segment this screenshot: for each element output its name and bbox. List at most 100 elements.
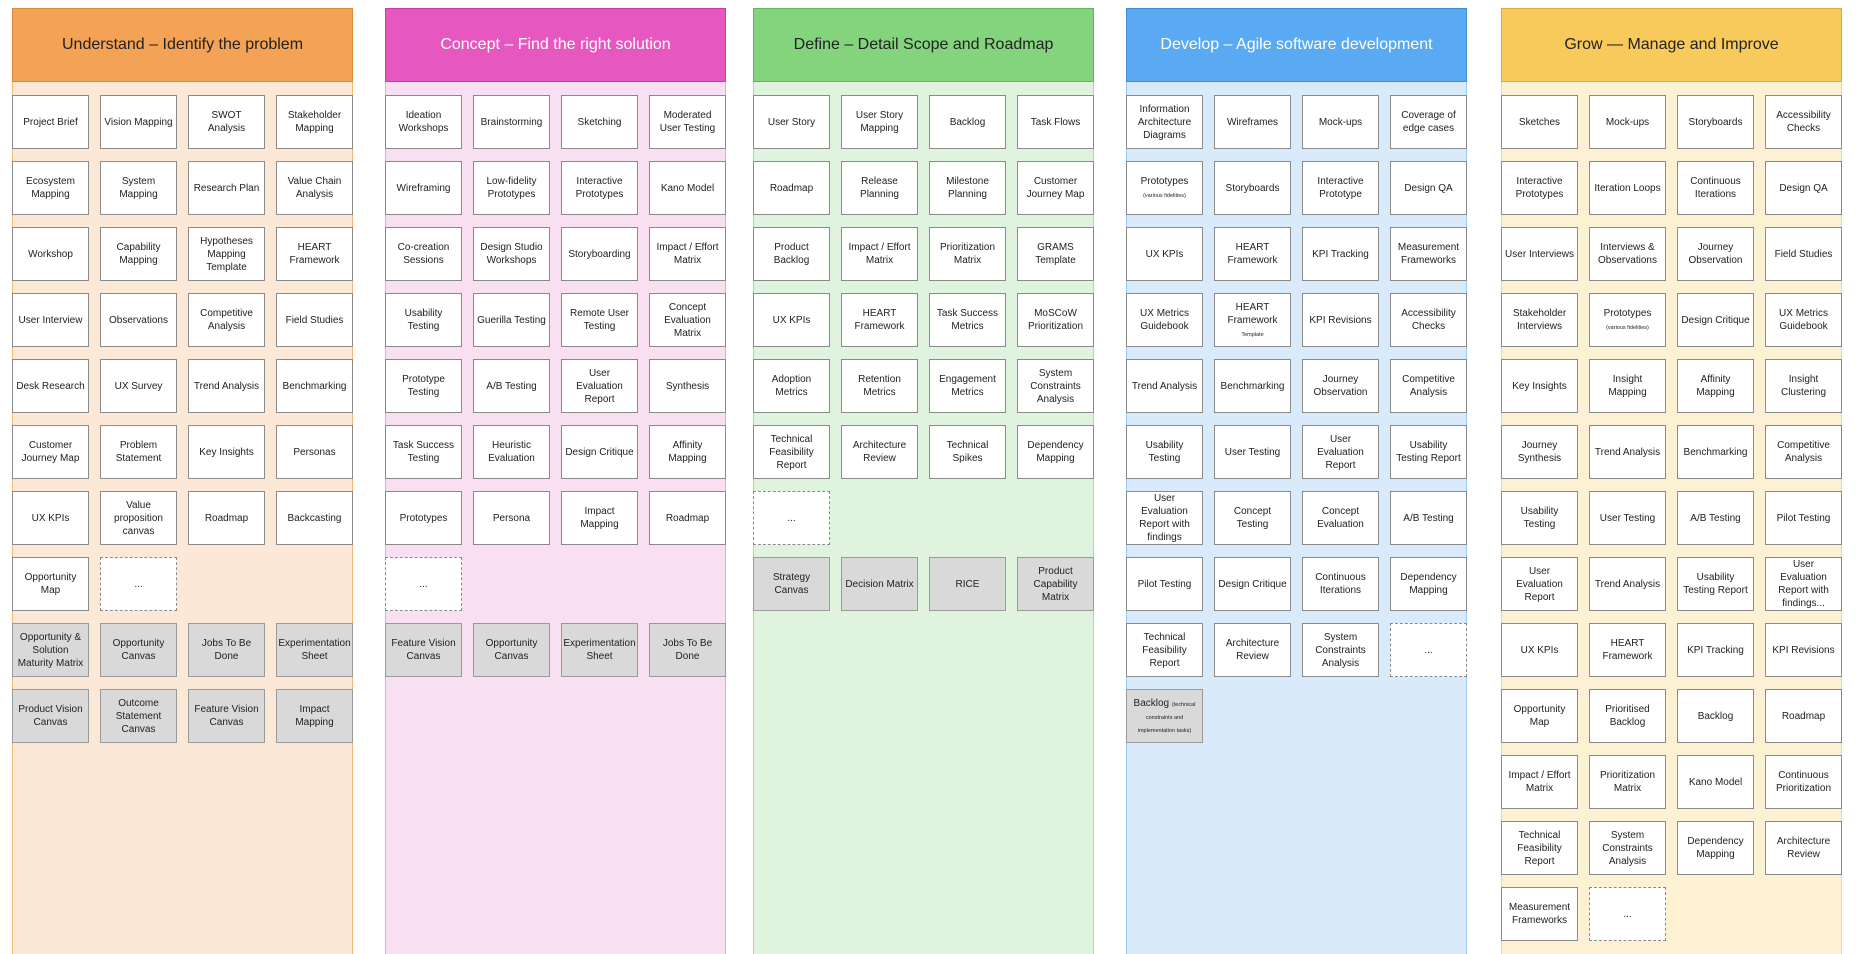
method-card-ecosystem-mapping[interactable]: Ecosystem Mapping <box>12 161 89 215</box>
method-card-opportunity-canvas[interactable]: Opportunity Canvas <box>473 623 550 677</box>
method-card-user-evaluation-report[interactable]: User Evaluation Report <box>1501 557 1578 611</box>
method-card-kpi-revisions[interactable]: KPI Revisions <box>1765 623 1842 677</box>
method-card-opportunity-canvas[interactable]: Opportunity Canvas <box>100 623 177 677</box>
method-card-affinity-mapping[interactable]: Affinity Mapping <box>1677 359 1754 413</box>
method-card-engagement-metrics[interactable]: Engagement Metrics <box>929 359 1006 413</box>
method-card-pilot-testing[interactable]: Pilot Testing <box>1126 557 1203 611</box>
method-card-measurement-frameworks[interactable]: Measurement Frameworks <box>1501 887 1578 941</box>
method-card-storyboarding[interactable]: Storyboarding <box>561 227 638 281</box>
method-card-trend-analysis[interactable]: Trend Analysis <box>1126 359 1203 413</box>
method-card-research-plan[interactable]: Research Plan <box>188 161 265 215</box>
method-card-system-mapping[interactable]: System Mapping <box>100 161 177 215</box>
method-card-milestone-planning[interactable]: Milestone Planning <box>929 161 1006 215</box>
method-card-ux-metrics-guidebook[interactable]: UX Metrics Guidebook <box>1765 293 1842 347</box>
method-card-ux-metrics-guidebook[interactable]: UX Metrics Guidebook <box>1126 293 1203 347</box>
method-card-sketching[interactable]: Sketching <box>561 95 638 149</box>
method-card-impact-effort-matrix[interactable]: Impact / Effort Matrix <box>841 227 918 281</box>
method-card-storyboards[interactable]: Storyboards <box>1677 95 1754 149</box>
method-card-sketches[interactable]: Sketches <box>1501 95 1578 149</box>
method-card-benchmarking[interactable]: Benchmarking <box>1677 425 1754 479</box>
method-card-task-success-metrics[interactable]: Task Success Metrics <box>929 293 1006 347</box>
method-card-information-architecture-diagrams[interactable]: Information Architecture Diagrams <box>1126 95 1203 149</box>
method-card-heart-framework[interactable]: HEART Framework <box>841 293 918 347</box>
phase-header[interactable]: Define – Detail Scope and Roadmap <box>753 8 1094 82</box>
method-card-system-constraints-analysis[interactable]: System Constraints Analysis <box>1017 359 1094 413</box>
method-card-stakeholder-mapping[interactable]: Stakeholder Mapping <box>276 95 353 149</box>
method-card-roadmap[interactable]: Roadmap <box>649 491 726 545</box>
method-card-field-studies[interactable]: Field Studies <box>276 293 353 347</box>
method-card-key-insights[interactable]: Key Insights <box>188 425 265 479</box>
method-card-swot-analysis[interactable]: SWOT Analysis <box>188 95 265 149</box>
method-card-ux-kpis[interactable]: UX KPIs <box>1126 227 1203 281</box>
phase-header[interactable]: Understand – Identify the problem <box>12 8 353 82</box>
more-card[interactable]: ... <box>100 557 177 611</box>
method-card-dependency-mapping[interactable]: Dependency Mapping <box>1390 557 1467 611</box>
method-card-user-evaluation-report[interactable]: User Evaluation Report <box>1302 425 1379 479</box>
method-card-storyboards[interactable]: Storyboards <box>1214 161 1291 215</box>
method-card-user-testing[interactable]: User Testing <box>1214 425 1291 479</box>
method-card-retention-metrics[interactable]: Retention Metrics <box>841 359 918 413</box>
method-card-insight-mapping[interactable]: Insight Mapping <box>1589 359 1666 413</box>
method-card-technical-feasibility-report[interactable]: Technical Feasibility Report <box>753 425 830 479</box>
method-card-heart-framework[interactable]: HEART Framework <box>276 227 353 281</box>
method-card-coverage-of-edge-cases[interactable]: Coverage of edge cases <box>1390 95 1467 149</box>
method-card-prototype-testing[interactable]: Prototype Testing <box>385 359 462 413</box>
method-card-technical-spikes[interactable]: Technical Spikes <box>929 425 1006 479</box>
method-card-a-b-testing[interactable]: A/B Testing <box>1390 491 1467 545</box>
method-card-co-creation-sessions[interactable]: Co-creation Sessions <box>385 227 462 281</box>
method-card-value-chain-analysis[interactable]: Value Chain Analysis <box>276 161 353 215</box>
method-card-mock-ups[interactable]: Mock-ups <box>1589 95 1666 149</box>
method-card-interactive-prototypes[interactable]: Interactive Prototypes <box>1501 161 1578 215</box>
method-card-strategy-canvas[interactable]: Strategy Canvas <box>753 557 830 611</box>
method-card-design-critique[interactable]: Design Critique <box>1677 293 1754 347</box>
method-card-trend-analysis[interactable]: Trend Analysis <box>1589 557 1666 611</box>
method-card-observations[interactable]: Observations <box>100 293 177 347</box>
method-card-persona[interactable]: Persona <box>473 491 550 545</box>
method-card-user-interview[interactable]: User Interview <box>12 293 89 347</box>
method-card-prototypes[interactable]: Prototypes (various fidelities) <box>1126 161 1203 215</box>
method-card-competitive-analysis[interactable]: Competitive Analysis <box>188 293 265 347</box>
method-card-kpi-revisions[interactable]: KPI Revisions <box>1302 293 1379 347</box>
method-card-backlog[interactable]: Backlog <box>1677 689 1754 743</box>
method-card-kano-model[interactable]: Kano Model <box>649 161 726 215</box>
method-card-usability-testing-report[interactable]: Usability Testing Report <box>1390 425 1467 479</box>
method-card-key-insights[interactable]: Key Insights <box>1501 359 1578 413</box>
method-card-heuristic-evaluation[interactable]: Heuristic Evaluation <box>473 425 550 479</box>
method-card-user-evaluation-report-with-findings[interactable]: User Evaluation Report with findings... <box>1765 557 1842 611</box>
more-card[interactable]: ... <box>1390 623 1467 677</box>
method-card-trend-analysis[interactable]: Trend Analysis <box>1589 425 1666 479</box>
method-card-system-constraints-analysis[interactable]: System Constraints Analysis <box>1589 821 1666 875</box>
method-card-a-b-testing[interactable]: A/B Testing <box>1677 491 1754 545</box>
method-card-a-b-testing[interactable]: A/B Testing <box>473 359 550 413</box>
method-card-adoption-metrics[interactable]: Adoption Metrics <box>753 359 830 413</box>
method-card-architecture-review[interactable]: Architecture Review <box>1765 821 1842 875</box>
method-card-technical-feasibility-report[interactable]: Technical Feasibility Report <box>1501 821 1578 875</box>
method-card-product-backlog[interactable]: Product Backlog <box>753 227 830 281</box>
method-card-interactive-prototype[interactable]: Interactive Prototype <box>1302 161 1379 215</box>
method-card-moscow-prioritization[interactable]: MoSCoW Prioritization <box>1017 293 1094 347</box>
method-card-roadmap[interactable]: Roadmap <box>1765 689 1842 743</box>
method-card-ideation-workshops[interactable]: Ideation Workshops <box>385 95 462 149</box>
method-card-synthesis[interactable]: Synthesis <box>649 359 726 413</box>
method-card-design-studio-workshops[interactable]: Design Studio Workshops <box>473 227 550 281</box>
method-card-competitive-analysis[interactable]: Competitive Analysis <box>1765 425 1842 479</box>
method-card-experimentation-sheet[interactable]: Experimentation Sheet <box>561 623 638 677</box>
method-card-backlog[interactable]: Backlog <box>929 95 1006 149</box>
phase-header[interactable]: Concept – Find the right solution <box>385 8 726 82</box>
method-card-release-planning[interactable]: Release Planning <box>841 161 918 215</box>
method-card-problem-statement[interactable]: Problem Statement <box>100 425 177 479</box>
method-card-wireframes[interactable]: Wireframes <box>1214 95 1291 149</box>
method-card-opportunity-map[interactable]: Opportunity Map <box>1501 689 1578 743</box>
method-card-competitive-analysis[interactable]: Competitive Analysis <box>1390 359 1467 413</box>
method-card-system-constraints-analysis[interactable]: System Constraints Analysis <box>1302 623 1379 677</box>
method-card-prioritization-matrix[interactable]: Prioritization Matrix <box>929 227 1006 281</box>
method-card-interactive-prototypes[interactable]: Interactive Prototypes <box>561 161 638 215</box>
method-card-heart-framework[interactable]: HEART Framework <box>1214 227 1291 281</box>
method-card-moderated-user-testing[interactable]: Moderated User Testing <box>649 95 726 149</box>
method-card-desk-research[interactable]: Desk Research <box>12 359 89 413</box>
method-card-prioritised-backlog[interactable]: Prioritised Backlog <box>1589 689 1666 743</box>
method-card-concept-testing[interactable]: Concept Testing <box>1214 491 1291 545</box>
method-card-accessibility-checks[interactable]: Accessibility Checks <box>1765 95 1842 149</box>
method-card-heart-framework[interactable]: HEART Framework <box>1589 623 1666 677</box>
method-card-ux-kpis[interactable]: UX KPIs <box>12 491 89 545</box>
